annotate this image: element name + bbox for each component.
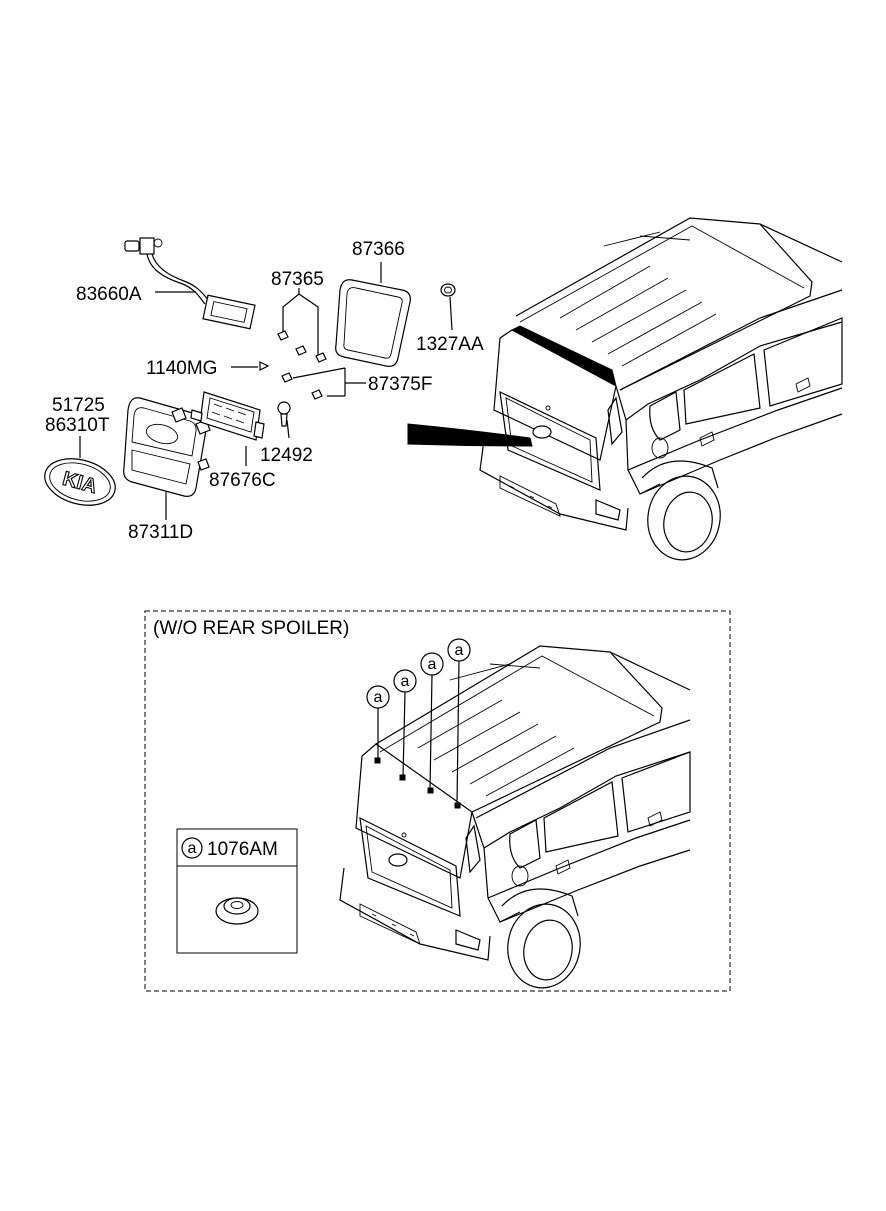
kia-emblem: KIA (44, 458, 116, 506)
variant-box-frame (144, 610, 731, 992)
part-label-1140mg: 1140MG (146, 358, 217, 379)
part-label-12492: 12492 (260, 445, 313, 466)
svg-text:a: a (374, 689, 383, 706)
glass-weatherstrip (335, 279, 411, 367)
part-label-1327aa: 1327AA (416, 334, 484, 355)
part-label-87311d: 87311D (128, 522, 193, 543)
part-label-87366: 87366 (352, 239, 405, 260)
tailgate-switch-harness (124, 237, 256, 330)
part-label-87676c: 87676C (209, 470, 276, 491)
bolt-12492 (277, 401, 291, 427)
part-label-83660a: 83660A (76, 284, 142, 305)
part-label-87375f: 87375F (368, 374, 432, 395)
callout-markers: a a a a (366, 638, 471, 809)
legend-callout-letter: a (188, 840, 197, 857)
part-label-87365: 87365 (271, 269, 324, 290)
legend-part-label-1076am: 1076AM (207, 839, 278, 860)
retainer-clips (277, 330, 327, 400)
vehicle-rear-view-lower (339, 645, 691, 989)
svg-text:a: a (455, 642, 464, 659)
svg-text:a: a (428, 656, 437, 673)
part-label-51725: 51725 (52, 395, 105, 416)
legend-box: a 1076AM (176, 828, 298, 954)
vehicle-rear-view-upper (407, 217, 843, 561)
variant-box-title: (W/O REAR SPOILER) (153, 618, 349, 639)
grommet-1076am (215, 897, 259, 925)
grommet-1327aa (440, 283, 456, 297)
license-garnish-87311d (123, 397, 211, 497)
svg-text:a: a (401, 673, 410, 690)
license-lamp-unit-87676c (190, 391, 265, 441)
part-label-86310t: 86310T (45, 415, 110, 436)
